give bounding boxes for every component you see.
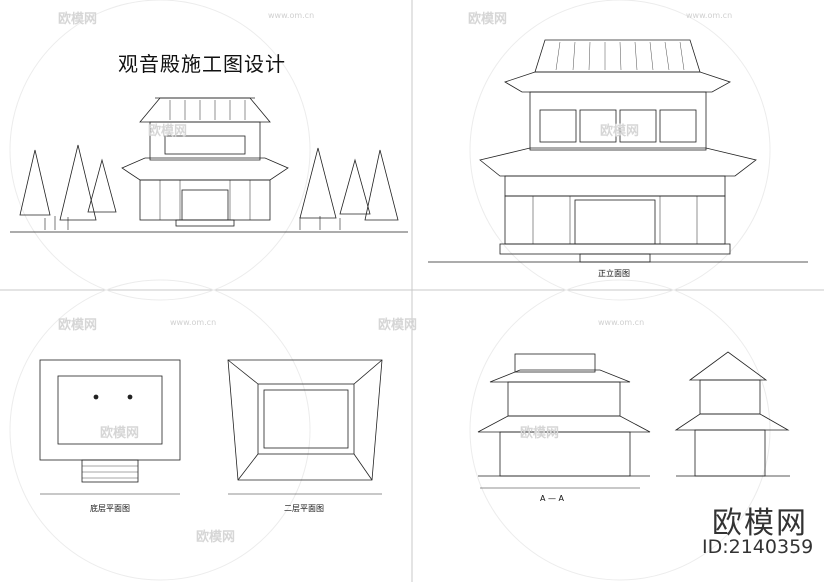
watermark-brand: 欧模网 (520, 426, 560, 441)
second-floor-plan-drawing (227, 359, 383, 495)
trees (19, 144, 399, 221)
watermark-brand: 欧模网 (148, 124, 188, 139)
watermark-brand: 欧模网 (58, 12, 98, 27)
second-plan-caption: 二层平面图 (284, 504, 324, 513)
watermark-url: www.om.cn (598, 318, 645, 327)
ground-floor-plan-drawing (39, 359, 181, 495)
front-elevation-drawing (428, 39, 808, 263)
sheet-title: 观音殿施工图设计 (118, 52, 286, 76)
watermark-url: www.om.cn (686, 11, 733, 20)
section-drawing (477, 351, 790, 489)
watermark-brand: 欧模网 (100, 426, 140, 441)
brand-logo-text: 欧模网 (712, 506, 808, 541)
watermark-url: www.om.cn (268, 11, 315, 20)
watermark-brand: 欧模网 (58, 318, 98, 333)
section-caption: A — A (540, 494, 565, 503)
watermark-url: www.om.cn (170, 318, 217, 327)
asset-id: ID:2140359 (702, 536, 814, 558)
watermark-brand: 欧模网 (600, 124, 640, 139)
temple-perspective (10, 97, 408, 233)
ground-plan-caption: 底层平面图 (90, 504, 130, 513)
watermark-brand: 欧模网 (468, 12, 508, 27)
watermark-brand: 欧模网 (378, 318, 418, 333)
watermark-circles (9, 0, 771, 581)
watermark-brand: 欧模网 (196, 530, 236, 545)
front-elevation-caption: 正立面图 (598, 269, 630, 278)
human-figures (44, 216, 341, 230)
